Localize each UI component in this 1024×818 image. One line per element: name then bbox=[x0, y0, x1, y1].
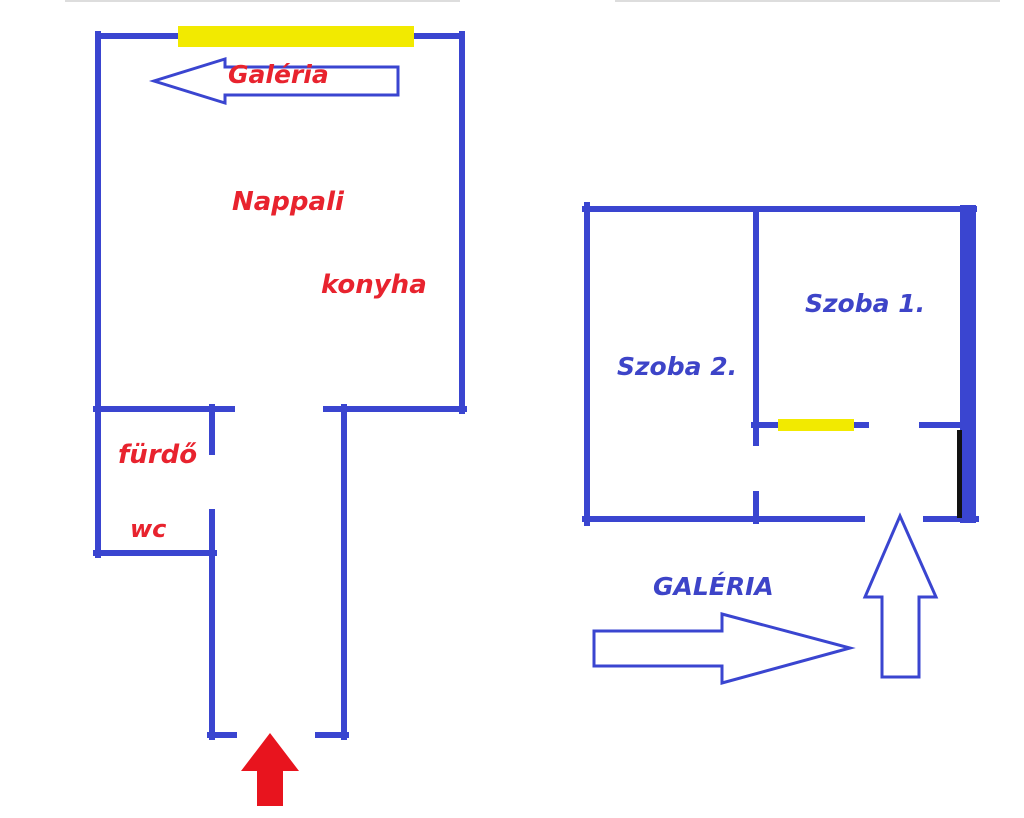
ground-floor-plan: Galéria Nappali konyha fürdő wc bbox=[93, 26, 467, 806]
furdo-label: fürdő bbox=[118, 440, 197, 470]
gallery-arrow-icon bbox=[148, 56, 400, 106]
wc-label: wc bbox=[130, 515, 166, 543]
entrance-arrow-icon bbox=[241, 733, 299, 806]
wall-g-right bbox=[960, 205, 976, 523]
galeria-upper-label: GALÉRIA bbox=[653, 572, 774, 601]
szoba1-label: Szoba 1. bbox=[805, 289, 925, 318]
ground-floor-walls bbox=[93, 31, 467, 740]
szoba2-label: Szoba 2. bbox=[617, 352, 737, 381]
window-yellow-szoba1 bbox=[778, 419, 854, 431]
gallery-direction-arrow-icon bbox=[592, 612, 856, 685]
window-yellow-top bbox=[178, 26, 414, 47]
gallery-floor-plan: Szoba 1. Szoba 2. GALÉRIA bbox=[582, 202, 979, 685]
up-arrow-icon bbox=[862, 512, 939, 679]
nappali-label: Nappali bbox=[232, 187, 345, 217]
galeria-label: Galéria bbox=[228, 60, 329, 89]
konyha-label: konyha bbox=[321, 270, 427, 300]
wall-g-right-edge bbox=[957, 430, 962, 518]
